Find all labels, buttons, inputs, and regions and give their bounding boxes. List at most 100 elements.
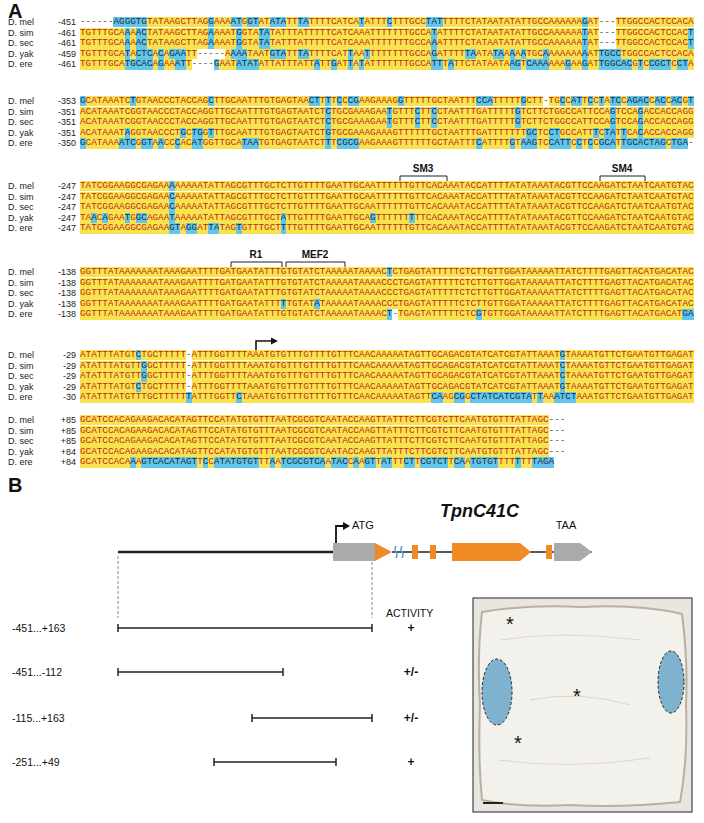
species-name: D. sec <box>8 288 34 298</box>
position-number: +84 <box>42 457 76 467</box>
sequence-row: GCATAAATCTGTAACCCTACCAGCTTGCAATTTGTGAGTA… <box>80 96 694 106</box>
activity-score: +/- <box>404 665 418 679</box>
tss-arrowhead <box>271 338 278 345</box>
position-number: -247 <box>42 213 76 223</box>
species-name: D. sec <box>8 38 34 48</box>
position-number: -138 <box>42 299 76 309</box>
position-number: -29 <box>42 382 76 392</box>
activity-score: + <box>407 621 414 635</box>
sequence-row: TGTTTGCATGCACAGAAATT----GAATATATATTATTTA… <box>80 59 694 69</box>
construct-range: -451...-112 <box>12 666 62 678</box>
activity-score: + <box>407 755 414 769</box>
species-name: D. sim <box>8 426 34 436</box>
motif-label: R1 <box>250 249 263 260</box>
sequence-row: TATCGGAAGGCGAGAAAAAAAATATTAGCGTTTGCTCTTG… <box>80 181 694 191</box>
sequence-row: GGTTTATAAAAAAATAAAGAATTTTGATGAATATTTTTGT… <box>80 299 694 309</box>
species-name: D. sim <box>8 192 34 202</box>
position-number: -351 <box>42 128 76 138</box>
stained-muscle <box>482 659 512 725</box>
species-name: D. mel <box>8 350 34 360</box>
sequence-row: GCATCCACAAAGTCACATAGTTCCATATGTGTTTAATCGC… <box>80 457 554 467</box>
position-number: -459 <box>42 49 76 59</box>
sequence-row: GGTTTATAAAAAAATAAAGAATTTTGATGAATATTTGTGT… <box>80 267 694 277</box>
position-number: -29 <box>42 371 76 381</box>
sequence-row: GGTTTATAAAAAAATAAAGAATTTTGATGAATATTTGTGT… <box>80 309 694 319</box>
sequence-row: GCATCCACAGAAGACACATAGTTCCATATGTGTTTAATCG… <box>80 447 565 457</box>
codon-label: TAA <box>556 519 577 531</box>
asterisk-mark: * <box>514 733 522 753</box>
species-name: D. sec <box>8 117 34 127</box>
species-name: D. yak <box>8 447 34 457</box>
sequence-row: GCATCCACAGAAGACACATAGTTCCATATGTGTTTAATCG… <box>80 415 565 425</box>
guide-line <box>118 556 119 618</box>
position-number: -247 <box>42 181 76 191</box>
position-number: -247 <box>42 192 76 202</box>
sequence-row: ATATTTATGTTGGCTTTTT-ATTTGGTTTTAAATGTGTTT… <box>80 371 694 381</box>
species-name: D. ere <box>8 223 33 233</box>
position-number: -29 <box>42 350 76 360</box>
sequence-row: GGTTTATAAAAAAATAAAGAATTTTGATGAATATTTGTGT… <box>80 278 694 288</box>
species-name: D. ere <box>8 309 33 319</box>
species-name: D. yak <box>8 299 34 309</box>
species-name: D. sim <box>8 278 34 288</box>
asterisk-mark: * <box>506 614 514 634</box>
sequence-row: TATCGGAAGGCGAGAACAAAAATATTAGCGTTTGCTCTTG… <box>80 192 694 202</box>
sequence-row: GCATCCACAGAAGACACATAGTTCCATATGTGTTTAATCG… <box>80 426 565 436</box>
sequence-row: ACATAAATAGGTAACCCTGCTGGTTTGCAATTTGTGAGTA… <box>80 128 694 138</box>
species-name: D. mel <box>8 17 34 27</box>
position-number: -30 <box>42 392 76 402</box>
tissue-texture <box>498 635 650 765</box>
motif-label: SM4 <box>612 163 633 174</box>
position-number: -461 <box>42 38 76 48</box>
motif-label: MEF2 <box>302 249 329 260</box>
sequence-row: TGTTTGCAAAACTATAAGCTTAGAAAATGGTATATATTTA… <box>80 38 694 48</box>
sequence-row: ATATTTATGTTTGCTTTTTTATTTGGTTCTAAATGTGTTT… <box>80 392 694 402</box>
position-number: +84 <box>42 447 76 457</box>
species-name: D. sim <box>8 28 34 38</box>
species-name: D. ere <box>8 392 33 402</box>
promoter-line <box>118 551 333 554</box>
species-name: D. mel <box>8 415 34 425</box>
position-number: -351 <box>42 107 76 117</box>
sequence-row: TGTTTGCATACTCACAGAATT-----AAAATAATGTATTT… <box>80 49 694 59</box>
position-number: -138 <box>42 288 76 298</box>
species-name: D. sim <box>8 361 34 371</box>
stained-muscle <box>658 651 684 713</box>
sequence-row: TATCGGAAGGCGAGAAGTAGGATTATAGTGTTTGCTTTTG… <box>80 223 694 233</box>
position-number: +85 <box>42 436 76 446</box>
exon-box <box>412 545 418 559</box>
species-name: D. ere <box>8 138 33 148</box>
species-name: D. sec <box>8 436 34 446</box>
species-name: D. yak <box>8 128 34 138</box>
exon-arrow <box>375 543 392 561</box>
scale-bar <box>483 802 503 804</box>
exon-box <box>430 545 436 559</box>
utr-box <box>554 543 592 561</box>
position-number: -353 <box>42 96 76 106</box>
position-number: -138 <box>42 278 76 288</box>
exon-arrow <box>452 543 531 561</box>
species-name: D. mel <box>8 96 34 106</box>
position-number: +85 <box>42 426 76 436</box>
position-number: -451 <box>42 17 76 27</box>
sequence-row: TATCGGAAGGCGAGAACAAAAATATTAGCGTTTGCTCTTG… <box>80 202 694 212</box>
sequence-row: GCATCCACAGAAGACACATAGTTCCATATGTGTTTAATCG… <box>80 436 565 446</box>
construct-range: -251...+49 <box>12 756 60 768</box>
column-header: ACTIVITY <box>386 607 433 619</box>
species-name: D. yak <box>8 382 34 392</box>
species-name: D. yak <box>8 49 34 59</box>
species-name: D. mel <box>8 181 34 191</box>
species-name: D. yak <box>8 213 34 223</box>
break-mark <box>395 546 397 558</box>
sequence-row: GCATAAAATCGGTAACCCACATGGTTGCATAATGTGAGTA… <box>80 138 694 148</box>
sequence-row: TAACAGAATGGCAGAATAAAAATATTAGCGTTTGCTATTG… <box>80 213 694 223</box>
gene-name: TpnC41C <box>440 501 519 522</box>
sequence-row: ------AGGGTGTATAAGCTTAGGAAAATGGTATATATTT… <box>80 17 694 27</box>
sequence-row: ACATAAATCGGTAACCCTACCAGGTTGCAATTTGTGAGTA… <box>80 117 694 127</box>
motif-label: SM3 <box>413 163 434 174</box>
codon-label: ATG <box>352 519 374 531</box>
species-name: D. sim <box>8 107 34 117</box>
break-mark <box>401 546 403 558</box>
sequence-row: GGTTTATAAAAAAATAAAGAATTTTGATGAATATTTGTGT… <box>80 288 694 298</box>
